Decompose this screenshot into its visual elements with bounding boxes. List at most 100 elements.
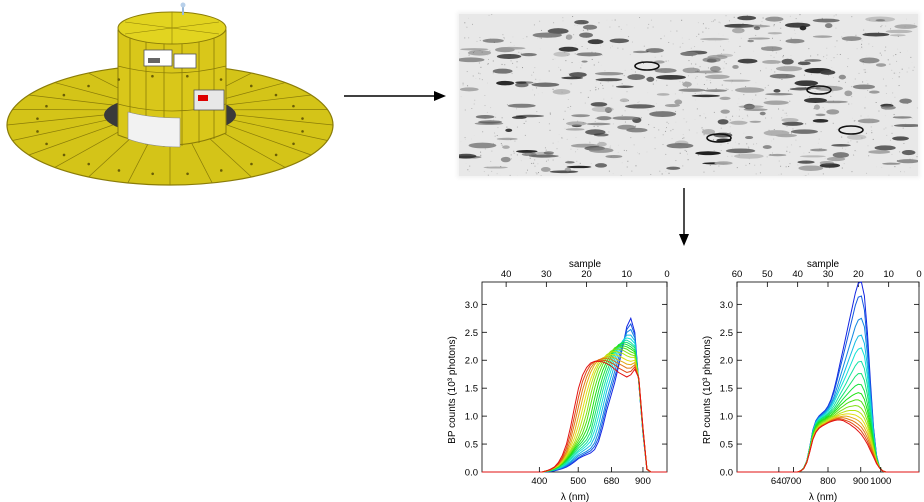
star-trace — [612, 116, 639, 121]
star-trace — [516, 149, 538, 153]
star-trace — [496, 53, 522, 59]
star-trace — [832, 152, 850, 158]
top-tick-label: 0 — [916, 269, 921, 280]
y-tick-label: 1.5 — [465, 384, 478, 395]
star-trace — [691, 94, 720, 98]
star-trace — [893, 124, 918, 128]
star-trace — [704, 74, 730, 79]
star-trace — [540, 167, 551, 172]
star-trace — [815, 113, 826, 117]
star-trace — [714, 161, 733, 165]
star-trace — [605, 154, 623, 159]
star-trace — [737, 15, 757, 21]
star-trace — [819, 100, 848, 104]
spectrum-series-line — [482, 360, 667, 473]
arrow-down-icon — [679, 188, 689, 246]
star-trace — [824, 23, 833, 29]
star-trace — [785, 38, 805, 44]
y-tick-label: 1.5 — [720, 384, 733, 395]
x-axis-label: λ (nm) — [809, 492, 837, 502]
star-trace — [892, 116, 912, 119]
star-trace — [634, 61, 660, 71]
star-trace — [615, 85, 634, 88]
star-trace — [889, 34, 906, 37]
x-tick-label: 900 — [853, 476, 869, 487]
star-trace — [798, 165, 824, 171]
star-trace — [797, 61, 811, 66]
spectrum-series-line — [737, 418, 919, 473]
star-trace — [496, 80, 515, 86]
star-trace — [576, 52, 603, 57]
star-trace — [882, 162, 901, 165]
star-trace — [806, 85, 832, 95]
top-tick-label: 30 — [541, 269, 552, 280]
star-trace — [862, 32, 890, 37]
star-trace — [604, 107, 612, 113]
star-trace — [625, 104, 655, 109]
star-trace — [846, 134, 867, 140]
star-trace — [894, 24, 918, 29]
star-trace — [762, 60, 782, 64]
star-trace — [812, 35, 833, 38]
star-trace — [594, 71, 624, 76]
star-trace — [838, 74, 846, 80]
star-trace — [502, 145, 510, 149]
star-trace — [694, 70, 723, 74]
x-tick-label: 800 — [820, 476, 836, 487]
star-trace — [765, 16, 784, 22]
star-trace — [765, 93, 793, 96]
star-trace — [868, 150, 891, 154]
star-trace — [700, 37, 730, 41]
star-trace — [717, 119, 729, 125]
x-tick-label: 680 — [604, 476, 620, 487]
star-trace — [632, 50, 649, 54]
star-trace — [704, 89, 728, 92]
star-trace — [565, 161, 575, 164]
star-trace — [707, 54, 728, 60]
star-trace — [587, 39, 604, 45]
star-trace — [531, 82, 560, 87]
star-trace — [564, 167, 572, 172]
star-trace — [549, 170, 579, 174]
star-trace — [747, 39, 754, 43]
star-trace — [495, 47, 515, 53]
star-trace — [729, 120, 748, 125]
star-trace — [482, 38, 504, 43]
star-trace — [813, 104, 821, 110]
star-trace — [561, 76, 584, 80]
star-trace — [706, 133, 732, 143]
x-axis-label: λ (nm) — [561, 492, 589, 502]
arrow-right-icon — [344, 91, 446, 101]
star-trace — [789, 87, 811, 91]
spectrum-series-line — [737, 410, 919, 473]
star-trace — [745, 135, 754, 140]
star-trace — [515, 114, 545, 118]
y-tick-label: 0.0 — [465, 468, 478, 479]
star-trace — [753, 26, 761, 31]
star-trace — [799, 25, 807, 31]
star-trace — [569, 72, 587, 78]
star-trace — [565, 34, 573, 40]
spectrum-series-line — [737, 281, 919, 473]
top-tick-label: 30 — [823, 269, 834, 280]
star-trace — [590, 102, 608, 107]
star-trace — [740, 24, 771, 28]
x-tick-label: 700 — [785, 476, 801, 487]
x-tick-label: 640 — [771, 476, 787, 487]
star-trace — [507, 103, 536, 108]
star-trace — [737, 58, 758, 64]
star-trace — [474, 122, 504, 126]
star-trace — [719, 96, 731, 100]
star-trace — [459, 87, 479, 92]
star-trace — [566, 165, 592, 169]
star-trace — [678, 88, 706, 92]
star-trace — [812, 119, 829, 123]
star-trace — [790, 129, 818, 134]
star-trace — [875, 63, 887, 67]
sky-image — [459, 14, 918, 176]
star-trace — [762, 145, 772, 149]
star-trace — [596, 116, 612, 121]
top-tick-label: 60 — [732, 269, 743, 280]
star-trace — [468, 142, 497, 149]
